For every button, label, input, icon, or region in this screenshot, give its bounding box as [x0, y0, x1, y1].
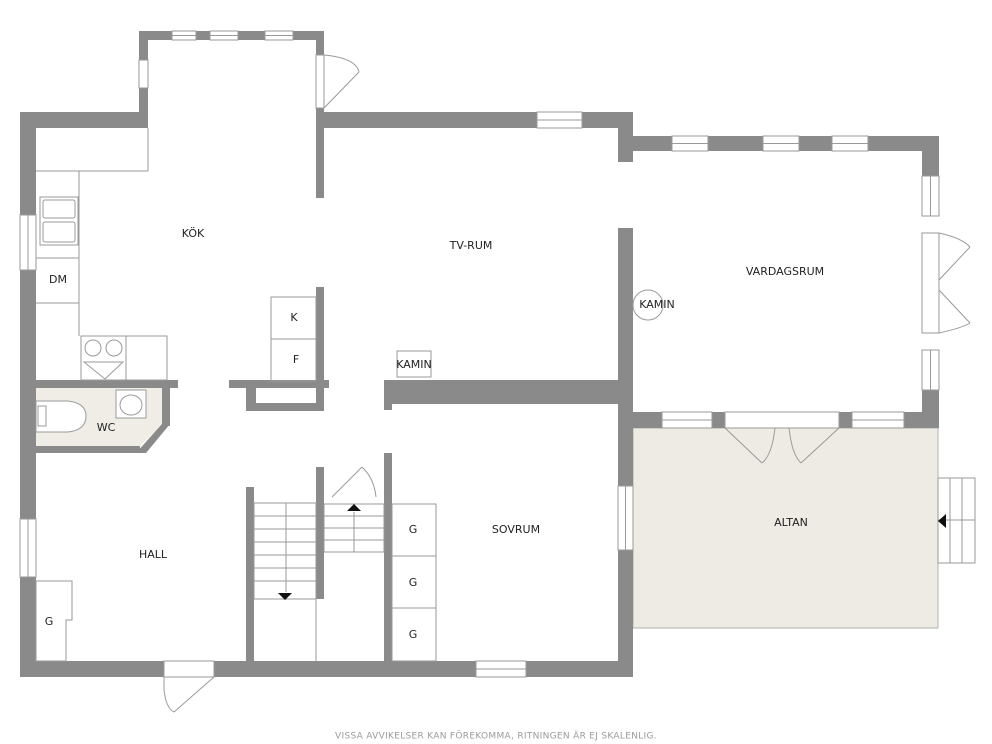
room-label-altan: ALTAN	[774, 516, 808, 529]
wc-fixtures	[35, 389, 147, 433]
stair-arrow-down-icon	[278, 593, 292, 600]
wardrobes	[35, 503, 437, 662]
room-label-kok: KÖK	[182, 227, 205, 240]
fixture-label-kamin-tv: KAMIN	[396, 358, 432, 371]
room-label-wc: WC	[97, 421, 116, 434]
window-lines	[27, 35, 931, 670]
disclaimer-text: VISSA AVVIKELSER KAN FÖREKOMMA, RITNINGE…	[335, 731, 657, 742]
fixture-label-g-sovrum-3: G	[409, 628, 418, 641]
room-label-sovrum: SOVRUM	[492, 523, 540, 536]
fixture-label-g-hall: G	[45, 615, 54, 628]
entrance-arrow-icon	[938, 514, 946, 528]
room-label-tv-rum: TV-RUM	[449, 239, 493, 252]
altan-steps	[937, 477, 976, 564]
kamin-vardagsrum-circle	[632, 289, 664, 321]
kitchen-fixtures	[36, 128, 317, 382]
stairs	[253, 502, 385, 661]
stair-arrow-up-icon	[347, 504, 361, 511]
altan-area	[632, 427, 939, 629]
kamin-tv-box	[396, 350, 432, 378]
fixture-label-g-sovrum-2: G	[409, 576, 418, 589]
wc-wall-diagonal	[136, 424, 170, 453]
doors	[163, 54, 971, 713]
fixture-label-g-sovrum-1: G	[409, 523, 418, 536]
room-label-hall: HALL	[139, 548, 168, 561]
room-label-dm: DM	[49, 273, 67, 286]
room-label-vardagsrum: VARDAGSRUM	[746, 265, 824, 278]
fixture-label-kamin-vardagsrum: KAMIN	[639, 298, 675, 311]
fixture-label-frys: F	[293, 353, 299, 366]
fixture-label-kyl: K	[290, 311, 298, 324]
